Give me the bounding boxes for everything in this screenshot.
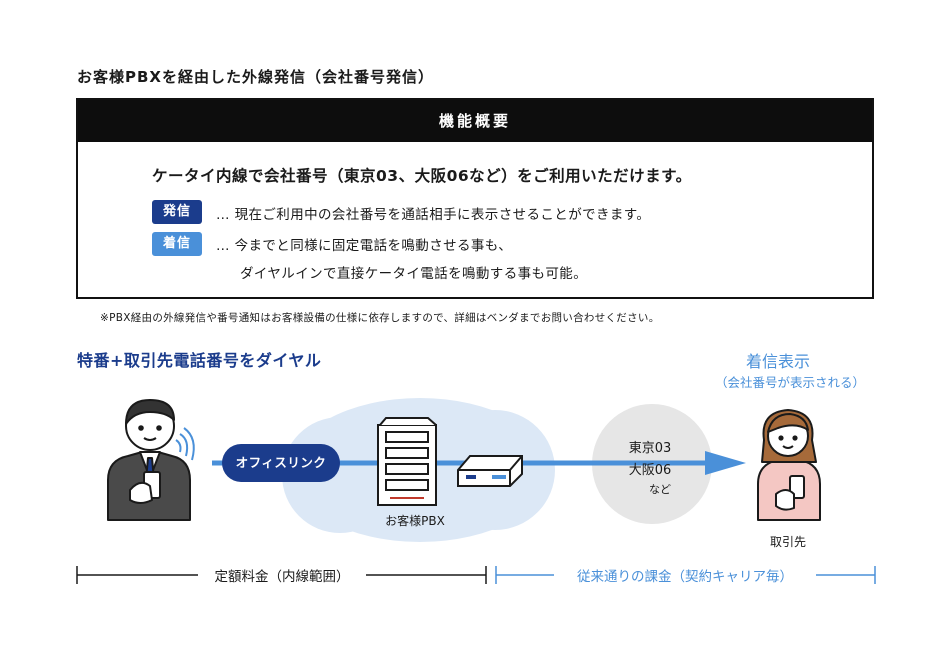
pbx-server-icon — [377, 417, 437, 506]
employee-person-icon — [107, 399, 191, 521]
page-title: お客様PBXを経由した外線発信（会社番号発信） — [77, 68, 434, 86]
incoming-badge: 着信 — [152, 232, 202, 256]
recipient-person-icon — [757, 409, 821, 521]
footnote: ※PBX経由の外線発信や番号通知はお客様設備の仕様に依存しますので、詳細はベンダ… — [100, 312, 660, 324]
summary-box: 機能概要 ケータイ内線で会社番号（東京03、大阪06など）をご利用いただけます。… — [76, 98, 874, 299]
billing-conventional-label: 従来通りの課金（契約キャリア毎） — [554, 565, 816, 585]
incoming-display-label: 着信表示 — [745, 352, 810, 371]
outgoing-badge: 発信 — [152, 200, 202, 224]
summary-header: 機能概要 — [78, 100, 872, 142]
incoming-display-sublabel: （会社番号が表示される） — [714, 375, 865, 390]
arrow-head-icon — [705, 451, 746, 475]
pbx-label: お客様PBX — [385, 514, 445, 528]
area-code-tokyo: 東京03 — [628, 441, 672, 456]
wifi-signal-icon — [175, 427, 195, 461]
area-code-etc: など — [649, 483, 671, 496]
summary-lead: ケータイ内線で会社番号（東京03、大阪06など）をご利用いただけます。 — [152, 167, 692, 185]
outgoing-description: … 現在ご利用中の会社番号を通話相手に表示させることができます。 — [216, 207, 651, 223]
dial-instruction: 特番+取引先電話番号をダイヤル — [77, 351, 322, 370]
incoming-description-line1: … 今までと同様に固定電話を鳴動させる事も、 — [216, 238, 513, 254]
office-link-pill: オフィスリンク — [222, 444, 340, 482]
billing-fixed-label: 定額料金（内線範囲） — [198, 565, 366, 585]
area-code-osaka: 大阪06 — [628, 463, 672, 478]
router-device-icon — [457, 455, 523, 487]
destination-label: 取引先 — [769, 535, 806, 549]
incoming-description-line2: ダイヤルインで直接ケータイ電話を鳴動する事も可能。 — [240, 266, 588, 282]
